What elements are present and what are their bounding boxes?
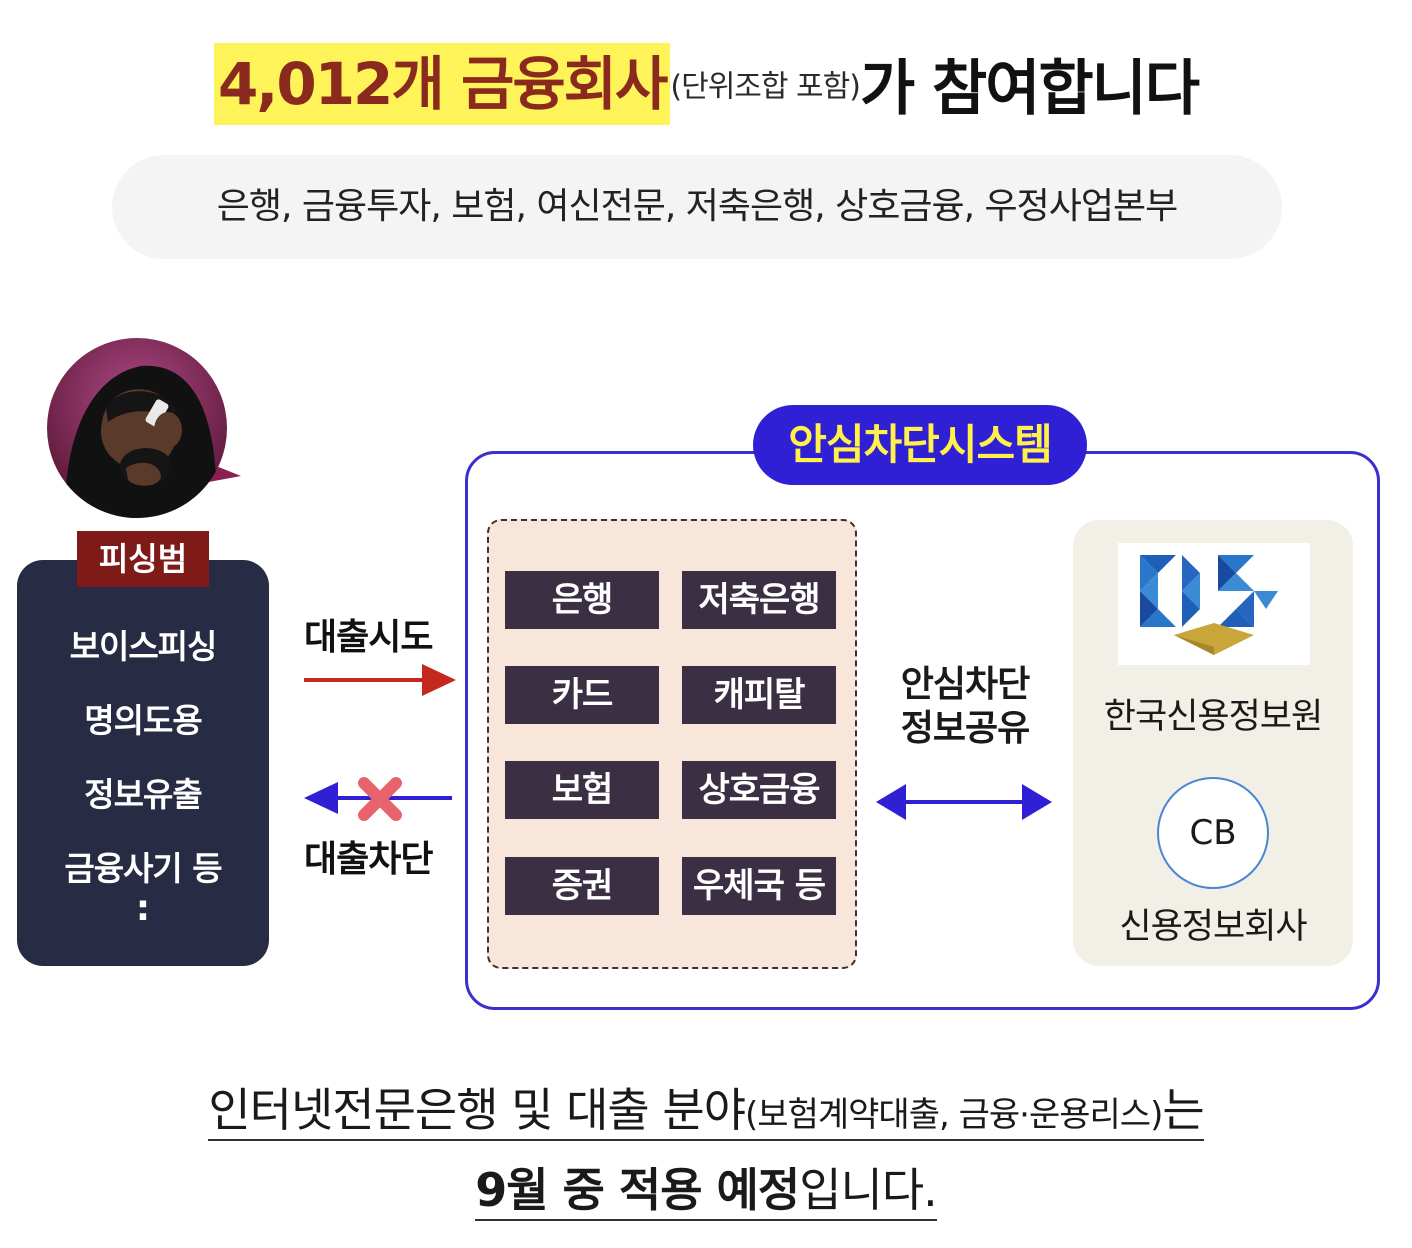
footer-line1-end: 는 bbox=[1162, 1083, 1204, 1137]
footer-line2-bold: 9월 중 적용 예정 bbox=[475, 1163, 800, 1217]
info-share-line1: 안심차단 bbox=[900, 664, 1030, 705]
institution-bank: 은행 bbox=[505, 571, 659, 629]
headline: 4,012개 금융회사(단위조합 포함)가 참여합니다 bbox=[0, 40, 1412, 140]
phisher-badge: 피싱범 bbox=[77, 531, 209, 587]
phisher-item-voice-phishing: 보이스피싱 bbox=[69, 627, 218, 666]
headline-highlight: 4,012개 금융회사 bbox=[213, 42, 671, 125]
footer-line2-end: 입니다. bbox=[799, 1163, 938, 1217]
institution-capital: 캐피탈 bbox=[682, 666, 836, 724]
phisher-item-data-leak: 정보유출 bbox=[84, 775, 202, 814]
attempt-arrow bbox=[304, 664, 456, 696]
institution-post-office: 우체국 등 bbox=[682, 857, 836, 915]
institution-mutual-finance: 상호금융 bbox=[682, 761, 836, 819]
headline-sub: (단위조합 포함) bbox=[670, 69, 861, 105]
block-arrow bbox=[304, 782, 452, 814]
institution-card: 카드 bbox=[505, 666, 659, 724]
headline-rest: 가 참여합니다 bbox=[859, 54, 1200, 124]
institution-securities: 증권 bbox=[505, 857, 659, 915]
participants-pill: 은행, 금융투자, 보험, 여신전문, 저축은행, 상호금융, 우정사업본부 bbox=[112, 155, 1282, 259]
phisher-avatar-icon bbox=[47, 338, 241, 518]
footer-line-2: 9월 중 적용 예정입니다. bbox=[0, 1154, 1412, 1221]
kcis-name: 한국신용정보원 bbox=[1103, 697, 1323, 737]
institution-savings-bank: 저축은행 bbox=[682, 571, 836, 629]
cb-company-name: 신용정보회사 bbox=[1119, 907, 1307, 947]
system-title: 안심차단시스템 bbox=[753, 405, 1087, 485]
footer-line-1: 인터넷전문은행 및 대출 분야(보험계약대출, 금융·운용리스)는 bbox=[0, 1074, 1412, 1141]
phisher-more-dots: : bbox=[135, 888, 151, 929]
info-share-label: 안심차단 정보공유 bbox=[870, 663, 1060, 751]
kcis-logo-icon bbox=[1118, 543, 1310, 665]
cb-badge: CB bbox=[1157, 777, 1269, 889]
phisher-item-fraud: 금융사기 등 bbox=[64, 849, 222, 888]
loan-block-label: 대출차단 bbox=[304, 839, 433, 880]
footer-line1-main: 인터넷전문은행 및 대출 분야 bbox=[208, 1083, 746, 1137]
info-share-line2: 정보공유 bbox=[900, 708, 1030, 749]
phisher-item-identity-theft: 명의도용 bbox=[84, 701, 202, 740]
share-double-arrow bbox=[876, 784, 1052, 820]
red-x-icon bbox=[358, 777, 402, 821]
phisher-panel bbox=[17, 560, 269, 966]
institution-insurance: 보험 bbox=[505, 761, 659, 819]
loan-attempt-label: 대출시도 bbox=[304, 617, 433, 658]
footer-line1-paren: (보험계약대출, 금융·운용리스) bbox=[745, 1095, 1163, 1135]
